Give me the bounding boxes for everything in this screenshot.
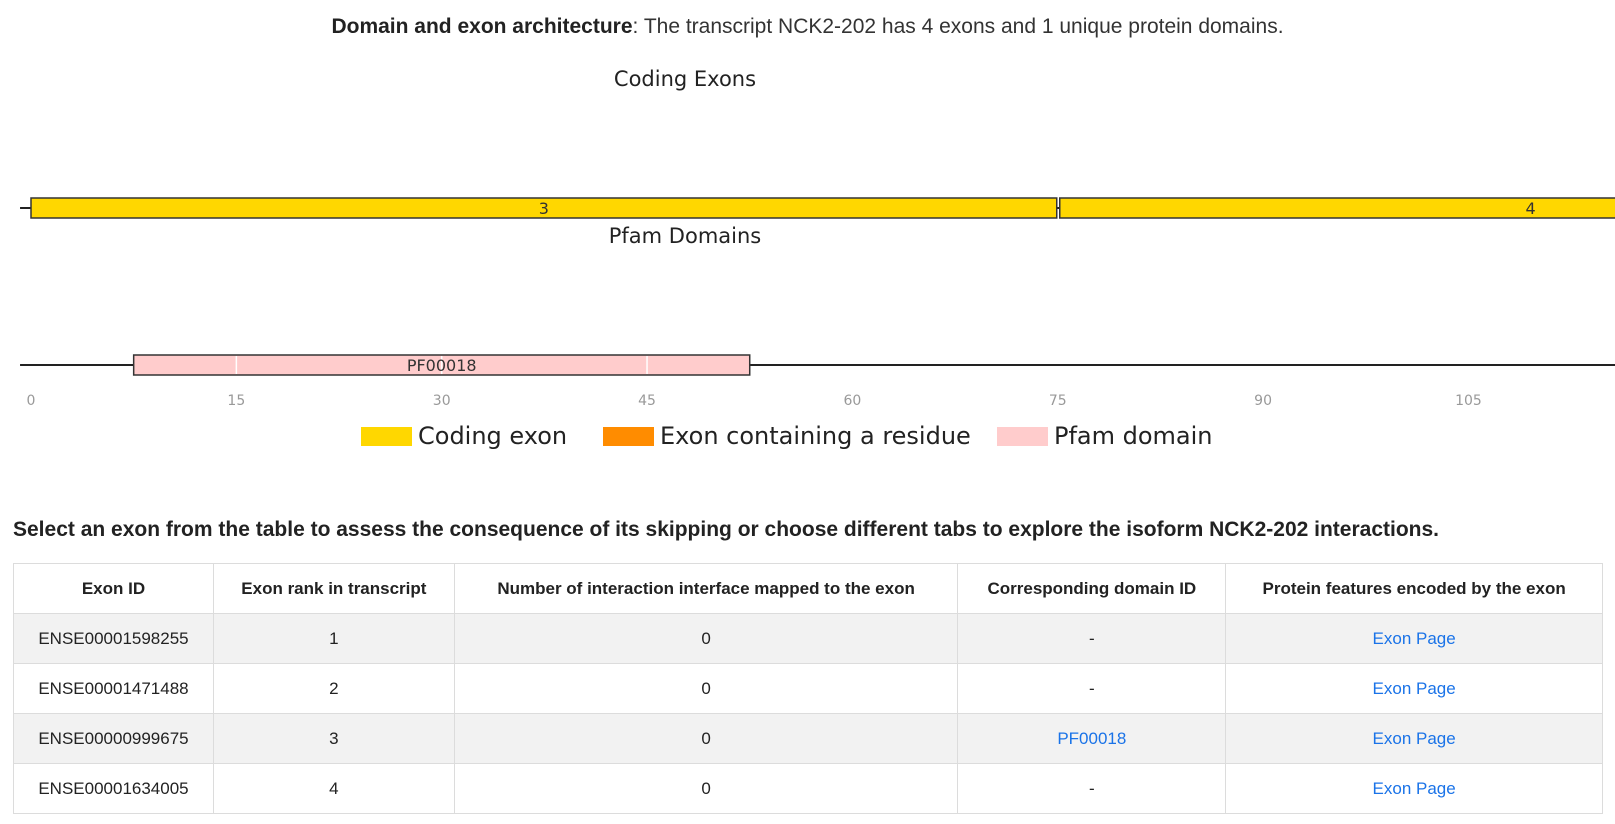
cell-domain: - xyxy=(957,763,1227,814)
x-tick-label: 75 xyxy=(1049,393,1067,409)
cell-interfaces: 0 xyxy=(453,613,959,664)
exon-bar-label: 4 xyxy=(1525,199,1535,218)
exon-page-link[interactable]: Exon Page xyxy=(1372,728,1456,748)
headline-text: : The transcript NCK2-202 has 4 exons an… xyxy=(632,15,1284,38)
legend-label: Coding exon xyxy=(418,422,567,450)
table-row[interactable]: ENSE00000999675 3 0 PF00018 Exon Page xyxy=(13,713,1603,764)
cell-rank: 4 xyxy=(212,763,455,814)
exon-page-link[interactable]: Exon Page xyxy=(1372,628,1456,648)
x-tick-label: 30 xyxy=(433,393,451,409)
x-tick-label: 45 xyxy=(638,393,656,409)
col-header-interfaces[interactable]: Number of interaction interface mapped t… xyxy=(453,563,959,614)
cell-features: Exon Page xyxy=(1225,663,1603,714)
table-row[interactable]: ENSE00001598255 1 0 - Exon Page xyxy=(13,613,1603,664)
col-header-exon-id[interactable]: Exon ID xyxy=(13,563,214,614)
cell-features: Exon Page xyxy=(1225,713,1603,764)
cell-features: Exon Page xyxy=(1225,613,1603,664)
cell-features: Exon Page xyxy=(1225,763,1603,814)
col-header-exon-rank[interactable]: Exon rank in transcript xyxy=(212,563,455,614)
cell-exon-id: ENSE00001634005 xyxy=(13,763,214,814)
legend-swatch xyxy=(603,427,654,446)
pfam-domain-label: PF00018 xyxy=(407,356,477,375)
table-row[interactable]: ENSE00001634005 4 0 - Exon Page xyxy=(13,763,1603,814)
cell-rank: 2 xyxy=(212,663,455,714)
figure-headline: Domain and exon architecture: The transc… xyxy=(0,15,1615,39)
cell-exon-id: ENSE00001598255 xyxy=(13,613,214,664)
x-tick-label: 90 xyxy=(1254,393,1272,409)
exon-table: Exon ID Exon rank in transcript Number o… xyxy=(13,563,1603,814)
cell-rank: 3 xyxy=(212,713,455,764)
legend-swatch xyxy=(361,427,412,446)
legend-label: Pfam domain xyxy=(1054,422,1213,450)
table-header-row: Exon ID Exon rank in transcript Number o… xyxy=(13,563,1603,614)
cell-exon-id: ENSE00001471488 xyxy=(13,663,214,714)
exon-page-link[interactable]: Exon Page xyxy=(1372,778,1456,798)
table-row[interactable]: ENSE00001471488 2 0 - Exon Page xyxy=(13,663,1603,714)
exon-bar xyxy=(30,197,1058,219)
cell-rank: 1 xyxy=(212,613,455,664)
col-header-domain-id[interactable]: Corresponding domain ID xyxy=(957,563,1227,614)
subplot-title-coding-exons: Coding Exons xyxy=(614,67,756,91)
cell-exon-id: ENSE00000999675 xyxy=(13,713,214,764)
legend-label: Exon containing a residue xyxy=(660,422,971,450)
x-tick-label: 105 xyxy=(1455,393,1482,409)
cell-interfaces: 0 xyxy=(453,763,959,814)
instructions-text: Select an exon from the table to assess … xyxy=(13,518,1440,541)
x-tick-label: 0 xyxy=(27,393,36,409)
exon-bar-label: 3 xyxy=(539,199,549,218)
x-tick-label: 15 xyxy=(227,393,245,409)
col-header-features[interactable]: Protein features encoded by the exon xyxy=(1225,563,1603,614)
cell-interfaces: 0 xyxy=(453,713,959,764)
domain-link[interactable]: PF00018 xyxy=(1057,728,1127,748)
x-tick-label: 60 xyxy=(843,393,861,409)
exon-page-link[interactable]: Exon Page xyxy=(1372,678,1456,698)
cell-interfaces: 0 xyxy=(453,663,959,714)
headline-bold: Domain and exon architecture xyxy=(331,15,633,38)
exon-bar xyxy=(1059,197,1615,219)
legend-swatch xyxy=(997,427,1048,446)
subplot-title-pfam-domains: Pfam Domains xyxy=(609,224,762,248)
cell-domain: PF00018 xyxy=(957,713,1227,764)
cell-domain: - xyxy=(957,663,1227,714)
cell-domain: - xyxy=(957,613,1227,664)
